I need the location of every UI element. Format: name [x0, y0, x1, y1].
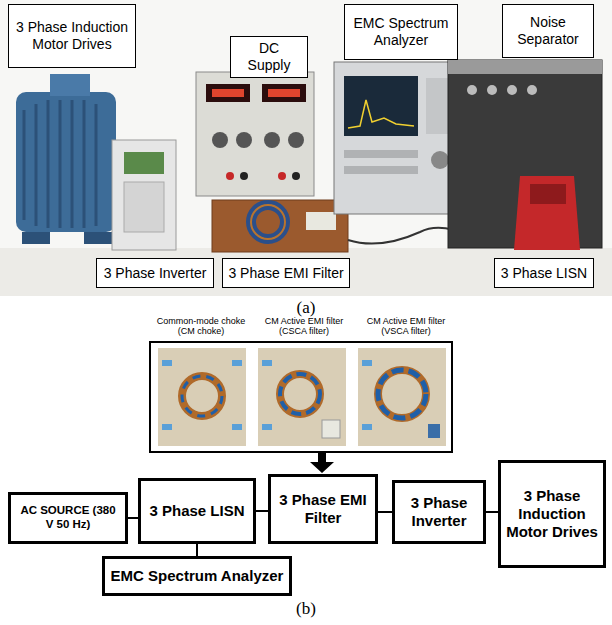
connector-line: [378, 511, 392, 513]
inverter-picture: [112, 140, 176, 250]
photo-caption: Common-mode choke (CM choke): [150, 316, 252, 337]
box-text: AC SOURCE (380 V 50 Hz): [16, 504, 120, 532]
equipment-tag: Noise Separator: [502, 4, 594, 58]
equipment-tag: 3 Phase LISN: [494, 258, 594, 288]
box-text: 3 Phase Inverter: [400, 494, 478, 530]
cm-choke-photo: [158, 348, 246, 446]
panel-label: (b): [256, 599, 356, 619]
box-text: EMC Spectrum Analyzer: [350, 15, 452, 49]
block-arrow: [310, 452, 334, 473]
box-text: 3 Phase LISN: [149, 502, 244, 520]
equipment-tag: EMC Spectrum Analyzer: [344, 4, 458, 60]
equipment-tag: 3 Phase Inverter: [96, 258, 214, 288]
connector-line: [128, 517, 138, 519]
block-box: EMC Spectrum Analyzer: [102, 556, 292, 596]
box-text: 3 Phase EMI Filter: [228, 265, 343, 282]
block-box: 3 Phase Induction Motor Drives: [498, 460, 606, 568]
photo-caption: CM Active EMI filter (CSCA filter): [252, 316, 356, 337]
box-text: Noise Separator: [508, 14, 588, 48]
equipment-tag: DC Supply: [230, 36, 308, 78]
box-text: 3 Phase Induction Motor Drives: [506, 487, 598, 541]
block-box: AC SOURCE (380 V 50 Hz): [8, 492, 128, 544]
dc-supply-picture: [196, 72, 314, 196]
panel-label: (a): [256, 298, 356, 318]
bench-surface: [0, 248, 612, 296]
equipment-tag: 3 Phase EMI Filter: [222, 258, 350, 288]
box-text: 3 Phase Induction Motor Drives: [14, 19, 130, 53]
block-box: 3 Phase EMI Filter: [268, 474, 378, 544]
filter-board-picture: [212, 200, 348, 252]
photo-caption: CM Active EMI filter (VSCA filter): [354, 316, 458, 337]
box-text: EMC Spectrum Analyzer: [111, 567, 284, 585]
connector-line: [486, 511, 498, 513]
block-box: 3 Phase LISN: [138, 478, 256, 544]
box-text: 3 Phase LISN: [501, 265, 587, 282]
connector-line: [196, 544, 198, 556]
csca-filter-photo: [258, 348, 346, 446]
photo-frame: [150, 342, 452, 452]
motor-picture: [16, 74, 116, 244]
lisn-picture: [448, 60, 602, 250]
connector-line: [256, 510, 268, 512]
photo-ground: [0, 0, 612, 296]
equipment-tag: 3 Phase Induction Motor Drives: [8, 4, 136, 68]
spectrum-analyzer-picture: [334, 62, 462, 214]
box-text: 3 Phase EMI Filter: [276, 491, 370, 527]
box-text: 3 Phase Inverter: [104, 265, 207, 282]
vsca-filter-photo: [358, 348, 446, 446]
block-box: 3 Phase Inverter: [392, 480, 486, 544]
box-text: DC Supply: [236, 40, 302, 74]
